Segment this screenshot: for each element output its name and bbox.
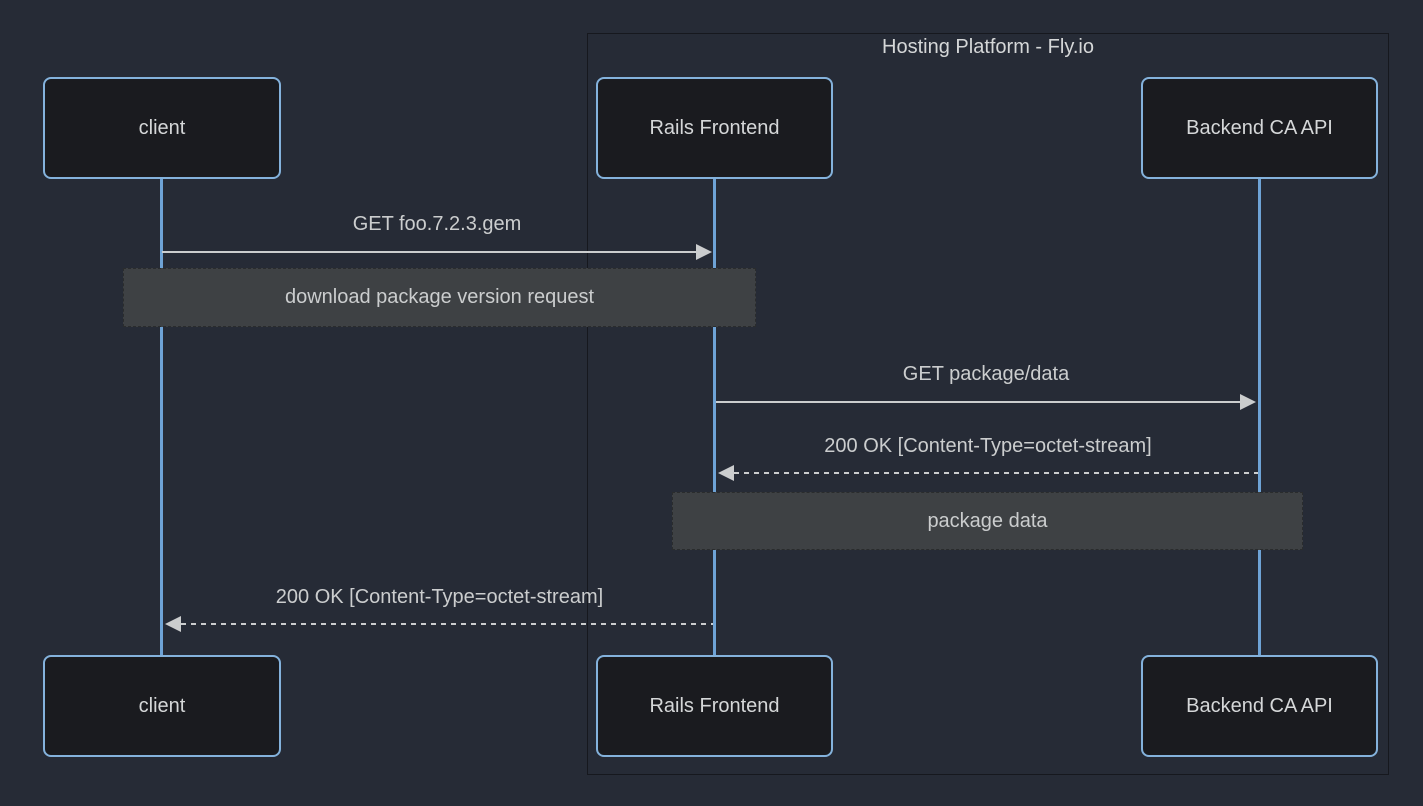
actor-bottom-client: client <box>43 655 281 757</box>
hosting-platform-boundary-box <box>587 33 1389 775</box>
message-line <box>716 401 1240 403</box>
note-package-data: package data <box>672 492 1303 550</box>
arrowhead-right-icon <box>696 244 712 260</box>
actor-label: client <box>138 116 186 139</box>
message-line <box>162 251 696 253</box>
actor-bottom-backend-ca-api: Backend CA API <box>1141 655 1378 757</box>
actor-bottom-rails-frontend: Rails Frontend <box>596 655 833 757</box>
arrowhead-right-icon <box>1240 394 1256 410</box>
actor-label: client <box>138 694 186 717</box>
arrowhead-left-icon <box>165 616 181 632</box>
actor-top-backend-ca-api: Backend CA API <box>1141 77 1378 179</box>
lifeline-client <box>160 179 163 655</box>
note-text: download package version request <box>284 286 595 308</box>
arrowhead-left-icon <box>718 465 734 481</box>
actor-top-client: client <box>43 77 281 179</box>
actor-label: Rails Frontend <box>649 694 780 717</box>
note-text: package data <box>927 509 1048 532</box>
actor-label: Backend CA API <box>1186 116 1333 139</box>
message-line <box>734 472 1258 474</box>
lifeline-backend-ca-api <box>1258 179 1261 655</box>
message-label-200-ok-backend: 200 OK [Content-Type=octet-stream] <box>824 435 1152 457</box>
message-label-200-ok-client: 200 OK [Content-Type=octet-stream] <box>275 586 604 608</box>
message-label-get-package-data: GET package/data <box>902 363 1070 385</box>
boundary-title: Hosting Platform - Fly.io <box>882 36 1094 58</box>
message-label-get-gem: GET foo.7.2.3.gem <box>352 213 522 235</box>
actor-label: Rails Frontend <box>649 116 780 139</box>
note-download-package-version-request: download package version request <box>123 268 756 327</box>
lifeline-rails-frontend <box>713 179 716 655</box>
message-line <box>181 623 713 625</box>
actor-top-rails-frontend: Rails Frontend <box>596 77 833 179</box>
actor-label: Backend CA API <box>1186 694 1333 717</box>
